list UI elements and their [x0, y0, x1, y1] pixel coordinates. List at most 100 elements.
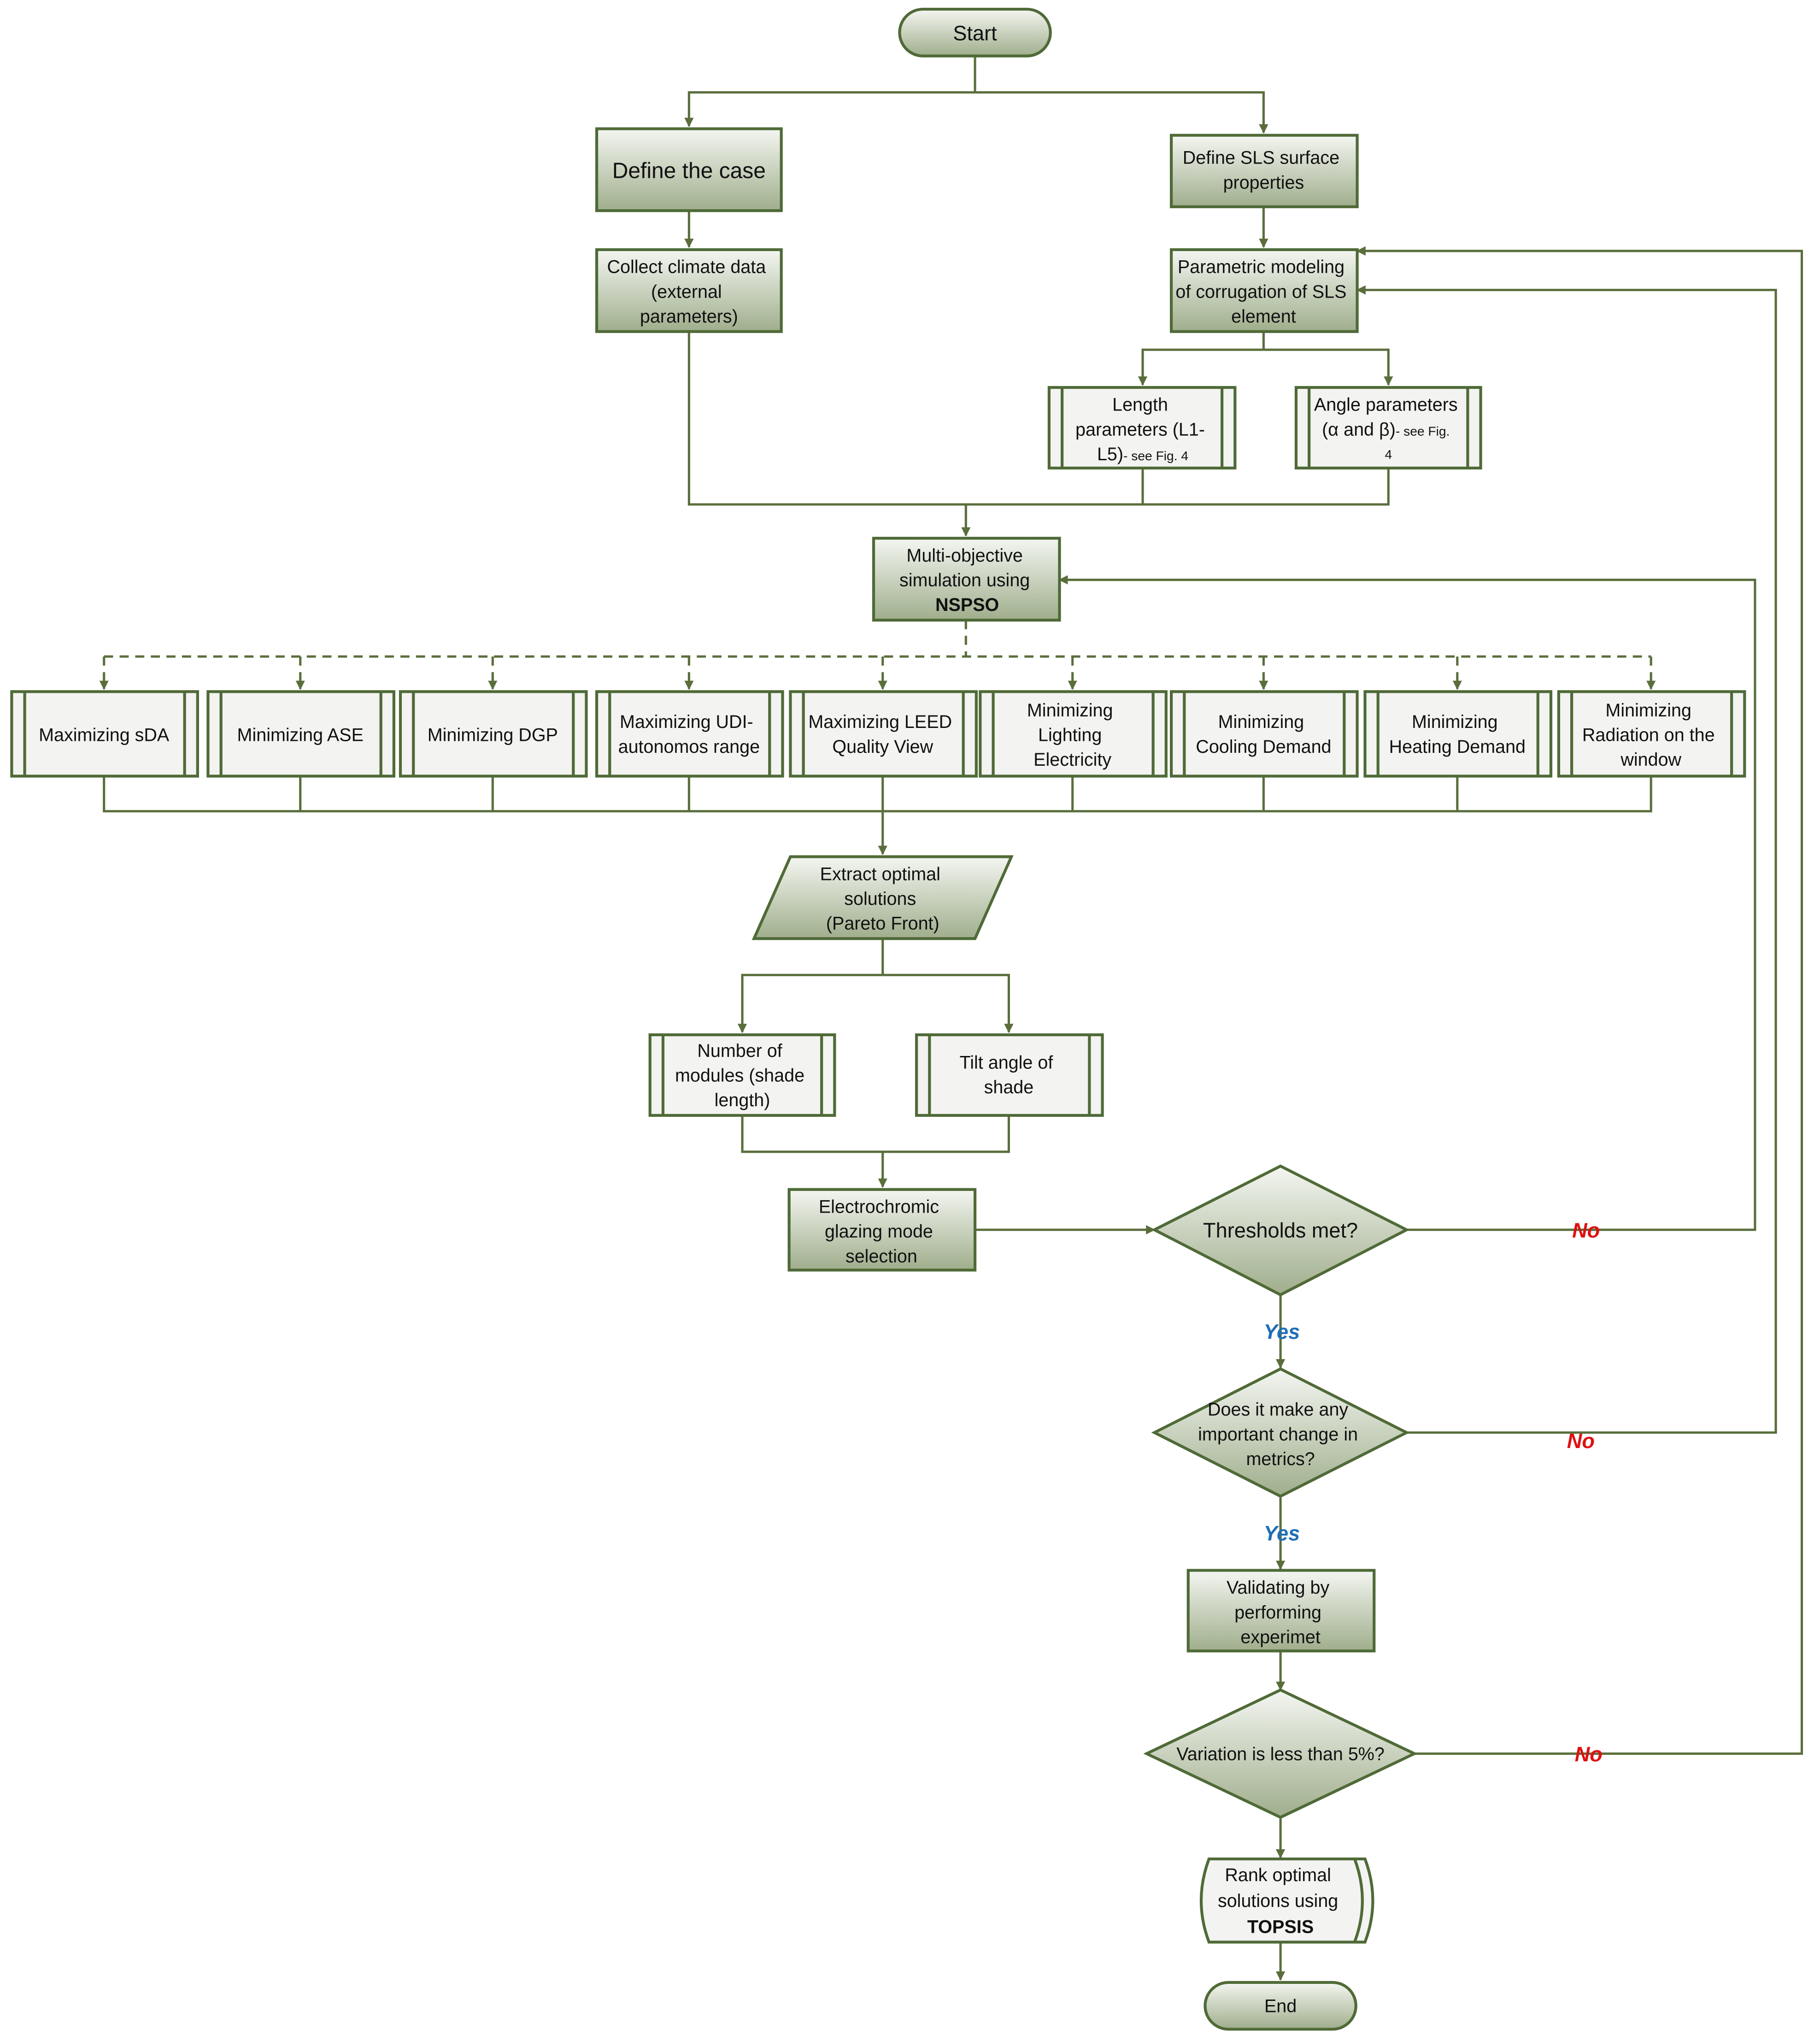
edge-angle-merge: [966, 468, 1390, 506]
electrochromic-line-3: selection: [845, 1246, 917, 1267]
edge-to-tilt: [882, 974, 1014, 1033]
modules-node: Number of modules (shade length): [648, 1033, 836, 1117]
length-params-label: Length parameters (L1- L5)- see Fig. 4: [1075, 395, 1210, 464]
thresholds-decision: Thresholds met?: [1151, 1164, 1410, 1296]
validating-label: Validating by performing experimet: [1227, 1578, 1334, 1647]
tilt-node: Tilt angle of shade: [915, 1033, 1104, 1117]
validating-line-2: performing: [1234, 1602, 1321, 1623]
length-params-line-2: parameters (L1-: [1075, 419, 1205, 440]
collect-climate-line-1: Collect climate data: [607, 257, 766, 277]
multi-objective-line-1: Multi-objective: [906, 545, 1022, 566]
objective-cooling-line-2: Cooling Demand: [1196, 737, 1331, 757]
thresholds-label: Thresholds met?: [1203, 1219, 1358, 1242]
angle-params-line-2-main: (α and β): [1322, 419, 1396, 440]
multi-objective-label: Multi-objective simulation using NSPSO: [899, 545, 1035, 615]
rank-line-3: TOPSIS: [1247, 1917, 1314, 1937]
angle-params-line-2: (α and β)- see Fig.: [1322, 419, 1450, 440]
objective-radiation-node: Minimizing Radiation on the window: [1557, 690, 1746, 778]
objective-heating-line-2: Heating Demand: [1389, 737, 1526, 757]
extract-line-3: (Pareto Front): [826, 913, 939, 933]
important-change-label: Does it make any important change in met…: [1198, 1400, 1363, 1469]
objective-cooling-line-1: Minimizing: [1218, 712, 1304, 732]
label-variation-no: No: [1575, 1742, 1603, 1766]
length-params-line-3: L5)- see Fig. 4: [1097, 444, 1188, 464]
length-params-line-3-small: - see Fig. 4: [1123, 448, 1188, 463]
variation-label: Variation is less than 5%?: [1176, 1744, 1385, 1764]
angle-params-node: Angle parameters (α and β)- see Fig. 4: [1294, 386, 1482, 469]
define-case-label: Define the case: [612, 159, 766, 183]
modules-line-3: length): [715, 1090, 770, 1110]
modules-line-1: Number of: [697, 1041, 782, 1061]
parametric-node: Parametric modeling of corrugation of SL…: [1170, 248, 1359, 333]
objective-lighting-line-2: Lighting: [1038, 725, 1102, 745]
define-sls-line-1: Define SLS surface: [1183, 148, 1339, 168]
rank-line-1: Rank optimal: [1225, 1865, 1331, 1885]
objective-leed-line-1: Maximizing LEED: [808, 712, 952, 732]
electrochromic-line-2: glazing mode: [825, 1221, 933, 1242]
objective-heating-node: Minimizing Heating Demand: [1363, 690, 1553, 778]
parametric-label: Parametric modeling of corrugation of SL…: [1175, 257, 1351, 327]
collect-climate-label: Collect climate data (external parameter…: [607, 257, 771, 327]
modules-line-2: modules (shade: [675, 1066, 804, 1086]
edge-to-length: [1138, 348, 1264, 386]
electrochromic-node: Electrochromic glazing mode selection: [787, 1188, 977, 1272]
svg-text:Minimizing ASE: Minimizing ASE: [237, 725, 364, 745]
svg-text:Minimizing Lighting: Minimizing Lighting Electricity: [1027, 700, 1118, 770]
validating-node: Validating by performing experimet: [1186, 1569, 1376, 1653]
tilt-line-1: Tilt angle of: [960, 1052, 1054, 1073]
define-sls-label: Define SLS surface properties: [1183, 148, 1344, 193]
extract-node: Extract optimal solutions (Pareto Front): [751, 855, 1014, 940]
edge-to-modules: [737, 974, 883, 1033]
angle-params-line-2-small: - see Fig.: [1396, 423, 1450, 438]
objective-radiation-line-1: Minimizing: [1605, 700, 1691, 721]
objective-sda-line-1: Maximizing sDA: [39, 725, 170, 745]
objective-dgp-node: Minimizing DGP: [399, 690, 588, 778]
objective-heating-line-1: Minimizing: [1412, 712, 1498, 732]
multi-objective-line-3: NSPSO: [935, 595, 999, 615]
svg-text:Maximizing LEED Qualit: Maximizing LEED Quality View: [808, 712, 957, 757]
collect-climate-node: Collect climate data (external parameter…: [595, 248, 783, 333]
define-case-node: Define the case: [595, 127, 783, 212]
angle-params-line-1: Angle parameters: [1314, 395, 1458, 415]
edge-to-angle: [1263, 348, 1393, 386]
important-change-line-2: important change in: [1198, 1424, 1358, 1444]
objective-radiation-line-3: window: [1620, 750, 1681, 770]
rank-node: Rank optimal solutions using TOPSIS: [1199, 1857, 1374, 1944]
length-params-line-1: Length: [1112, 395, 1168, 415]
edge-modules-merge: [741, 1115, 1010, 1153]
define-sls-line-2: properties: [1223, 172, 1304, 193]
end-node: End: [1204, 1981, 1357, 2031]
svg-text:Maximizing sDA: Maximizing sDA: [39, 725, 170, 745]
label-thresholds-yes: Yes: [1264, 1320, 1300, 1343]
label-important-no: No: [1567, 1429, 1595, 1453]
angle-params-label: Angle parameters (α and β)- see Fig. 4: [1314, 395, 1463, 462]
rank-line-2: solutions using: [1218, 1891, 1338, 1911]
parametric-line-3: element: [1231, 306, 1296, 327]
validating-line-1: Validating by: [1227, 1578, 1329, 1598]
length-params-node: Length parameters (L1- L5)- see Fig. 4: [1047, 386, 1237, 469]
multi-objective-node: Multi-objective simulation using NSPSO: [872, 537, 1061, 622]
objective-ase-node: Minimizing ASE: [206, 690, 395, 778]
objective-leed-line-2: Quality View: [832, 737, 933, 757]
edge-important-no: [1356, 285, 1777, 1434]
parametric-line-1: Parametric modeling: [1178, 257, 1344, 277]
tilt-line-2: shade: [984, 1077, 1034, 1097]
extract-label: Extract optimal solutions (Pareto Front): [820, 864, 945, 933]
svg-text:Maximizing UDI- autono: Maximizing UDI- autonomos range: [618, 712, 760, 757]
objective-udi-line-2: autonomos range: [618, 737, 760, 757]
svg-text:Minimizing Radiation o: Minimizing Radiation on the window: [1582, 700, 1720, 770]
parametric-line-2: of corrugation of SLS: [1175, 282, 1346, 302]
edge-climate-merge: [687, 331, 966, 506]
svg-text:Minimizing Heating Dem: Minimizing Heating Demand: [1389, 712, 1526, 757]
rank-label: Rank optimal solutions using TOPSIS: [1218, 1865, 1343, 1937]
edges: [99, 56, 1803, 1981]
length-params-line-3-main: L5): [1097, 444, 1123, 464]
objective-lighting-line-1: Minimizing: [1027, 700, 1113, 721]
objective-lighting-line-3: Electricity: [1033, 750, 1111, 770]
label-thresholds-no: No: [1572, 1219, 1600, 1242]
objective-sda-node: Maximizing sDA: [10, 690, 199, 778]
important-change-line-1: Does it make any: [1208, 1400, 1348, 1420]
electrochromic-line-1: Electrochromic: [819, 1197, 939, 1217]
svg-text:Minimizing Cooling Dem: Minimizing Cooling Demand: [1196, 712, 1331, 757]
